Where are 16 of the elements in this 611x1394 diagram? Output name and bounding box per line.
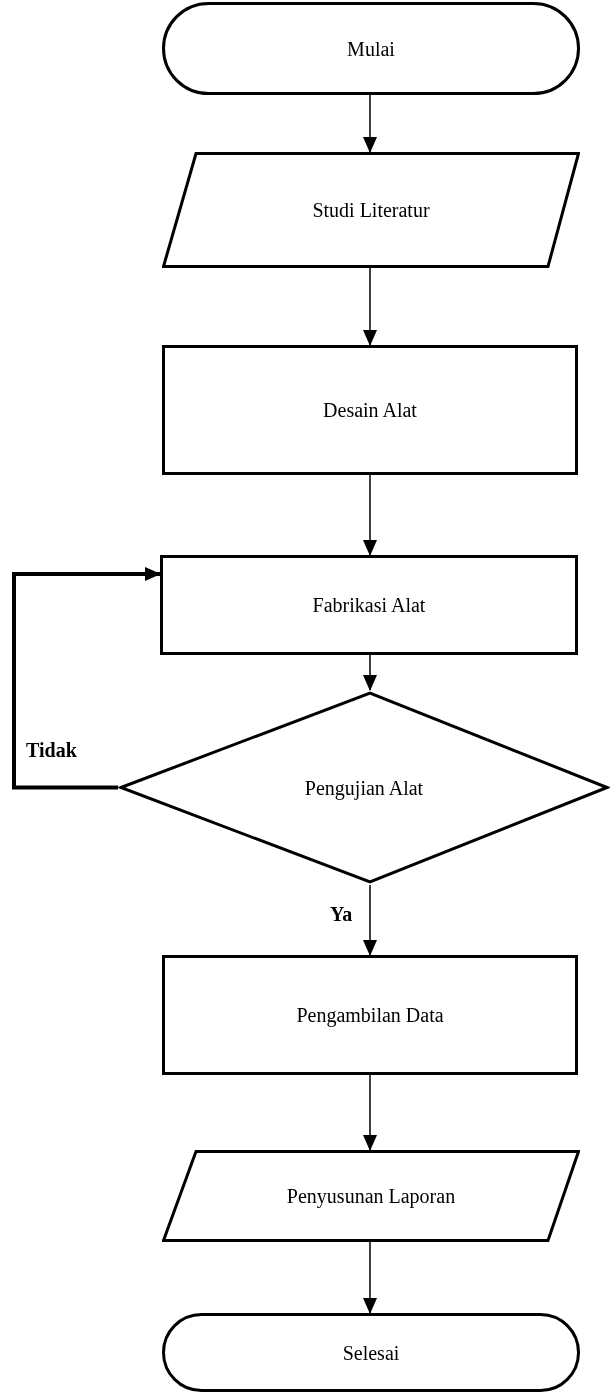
arrow xyxy=(12,567,161,790)
arrow xyxy=(363,1241,377,1314)
output-parallelogram: Penyusunan Laporan xyxy=(162,1150,580,1242)
arrow xyxy=(363,1074,377,1151)
arrow xyxy=(363,474,377,556)
arrow xyxy=(363,94,377,153)
arrow xyxy=(363,884,377,956)
start-terminator: Mulai xyxy=(162,2,580,95)
arrow xyxy=(363,267,377,346)
input-parallelogram: Studi Literatur xyxy=(162,152,580,268)
arrow xyxy=(363,654,377,691)
end-terminator: Selesai xyxy=(162,1313,580,1392)
process-box: Desain Alat xyxy=(162,345,578,475)
decision-diamond: Pengujian Alat xyxy=(118,690,610,885)
process-box: Fabrikasi Alat xyxy=(160,555,578,655)
process-box: Pengambilan Data xyxy=(162,955,578,1075)
